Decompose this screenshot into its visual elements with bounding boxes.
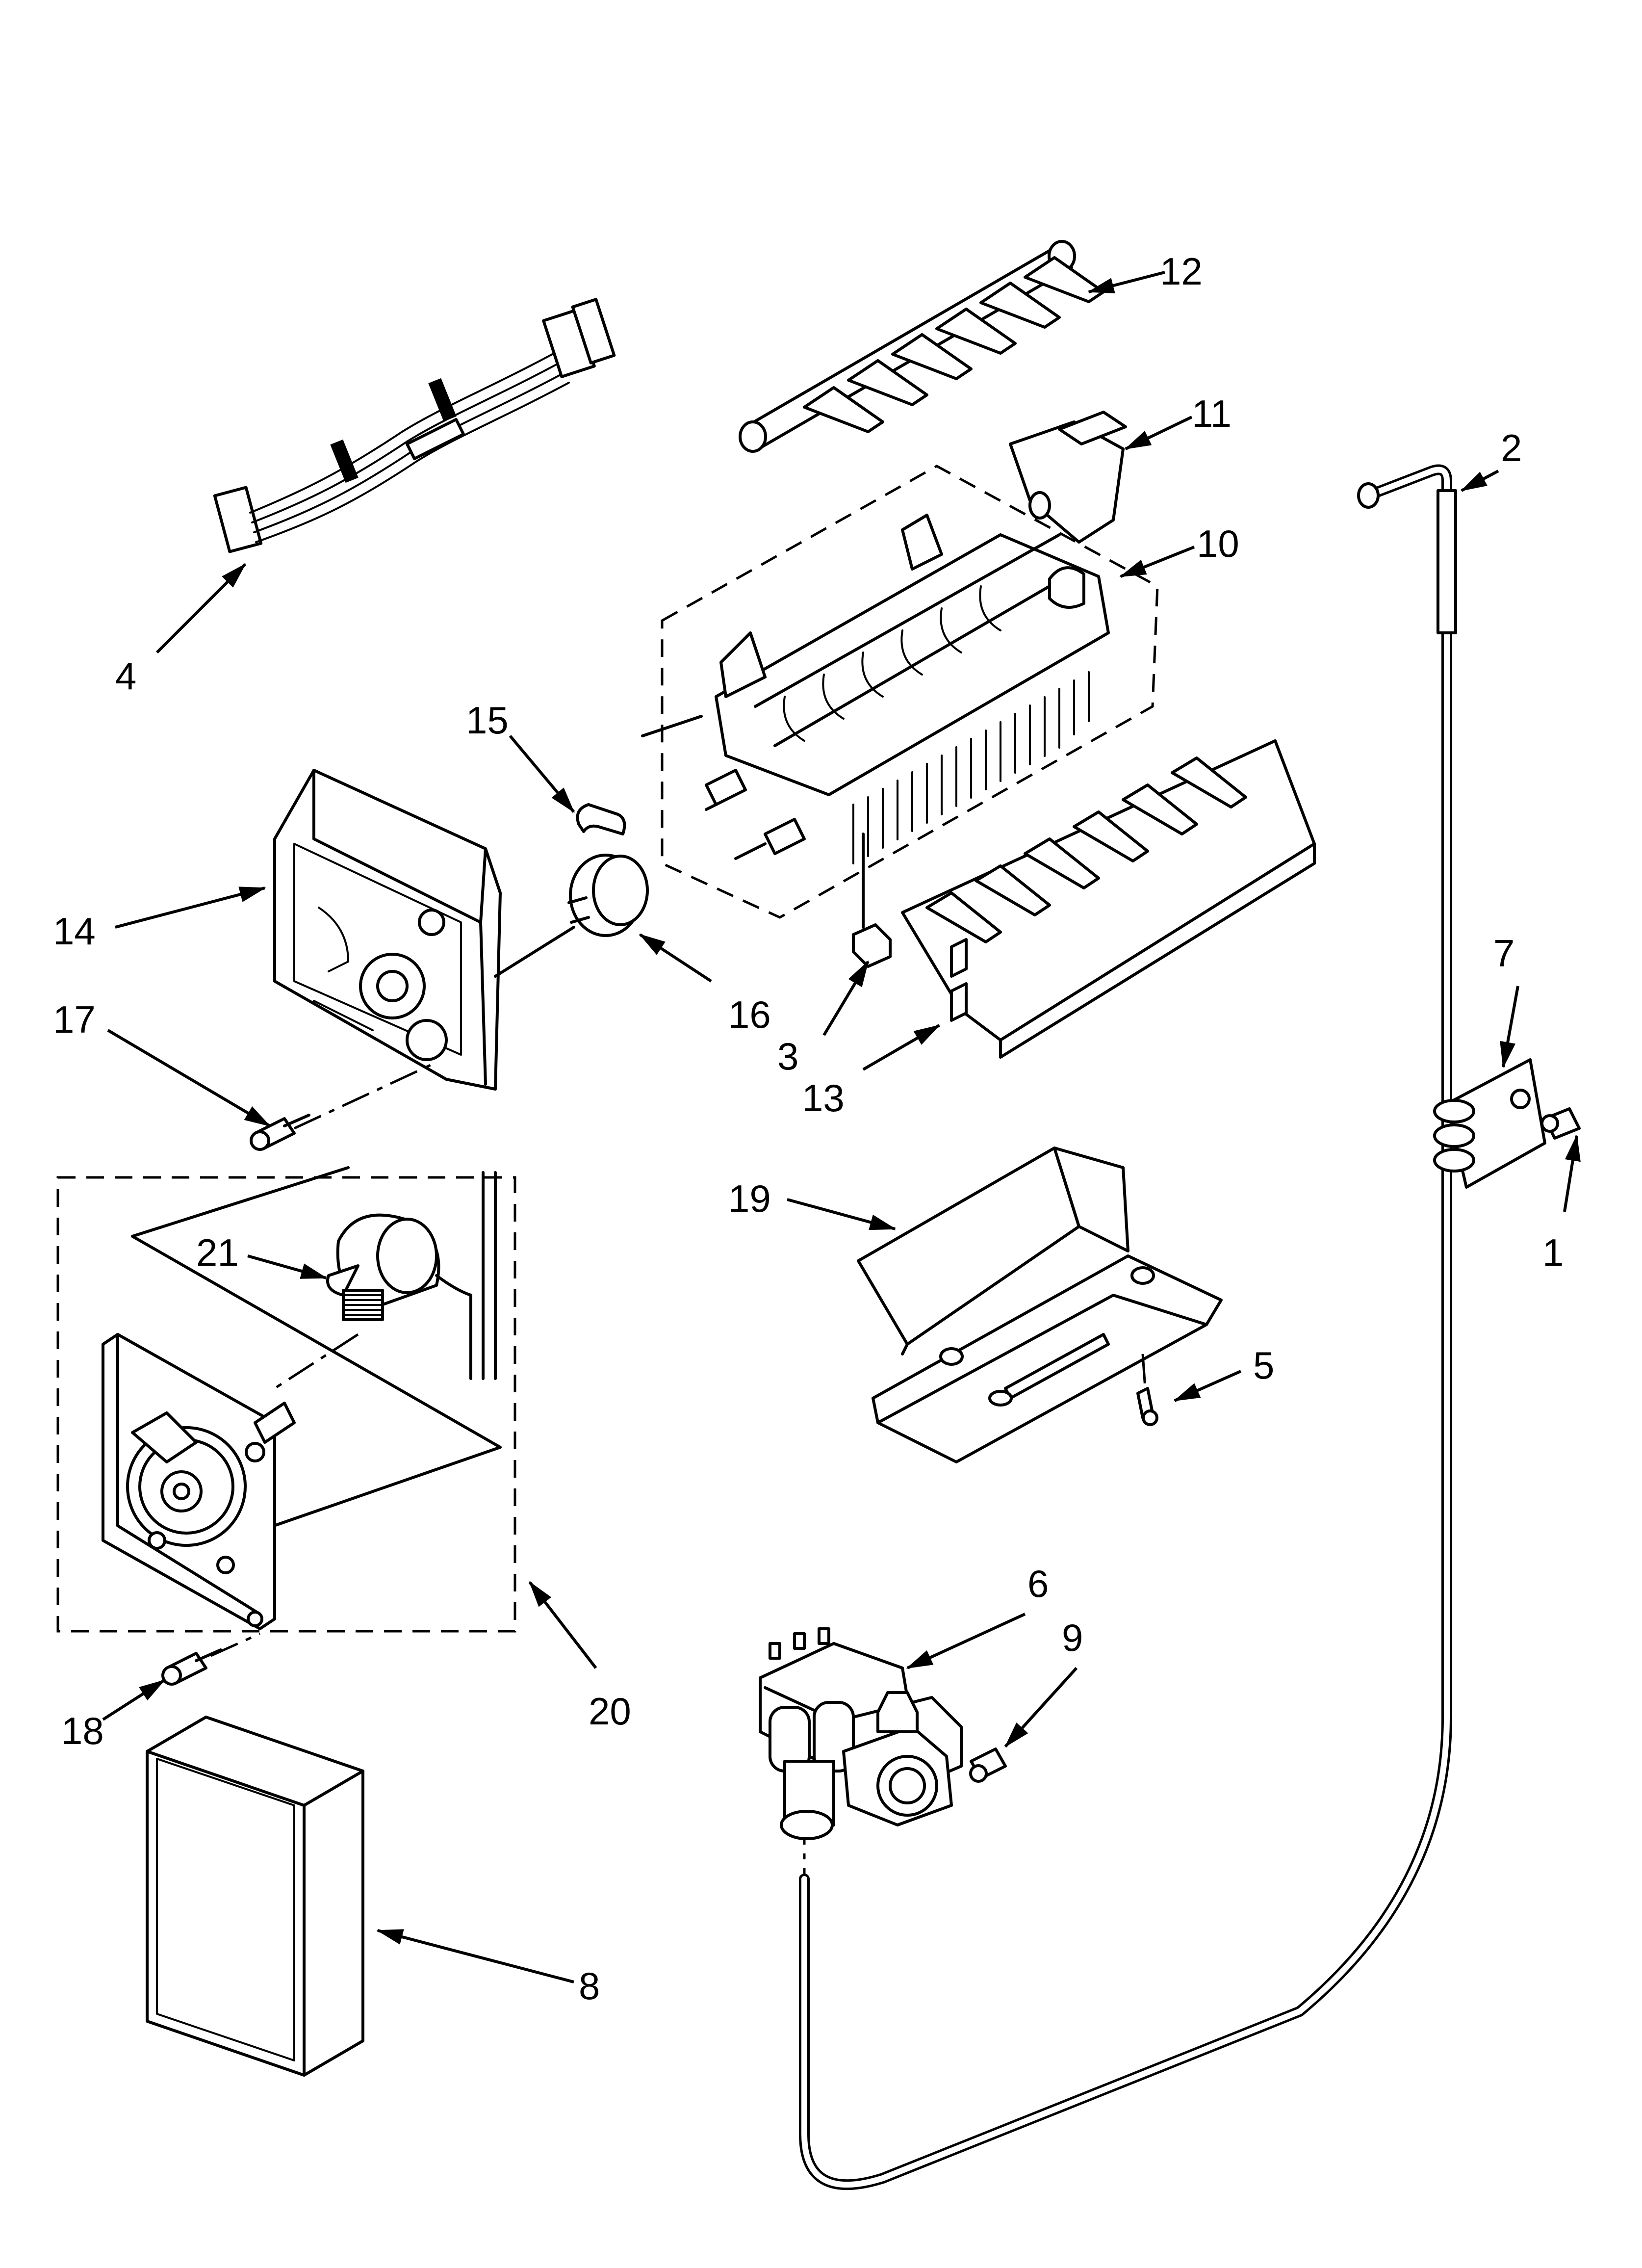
- ice-mold: [641, 514, 1110, 864]
- screw-9: [969, 1747, 1007, 1783]
- callout-15: 15: [466, 699, 509, 742]
- screw-1: [1540, 1107, 1581, 1140]
- water-valve: [759, 1627, 963, 1840]
- callout-19: 19: [728, 1177, 771, 1220]
- motor-group-guide-lines: [131, 1166, 502, 1532]
- motor-assembly-group-box: [56, 1176, 516, 1633]
- water-tube: [799, 464, 1457, 2190]
- callout-2: 2: [1501, 426, 1522, 469]
- callout-4: 4: [115, 654, 136, 698]
- clip: [852, 833, 892, 968]
- mounting-screw-17: [250, 1114, 310, 1151]
- callout-7: 7: [1493, 932, 1514, 975]
- shutoff-arm-bracket: [1009, 411, 1127, 544]
- callout-14: 14: [53, 910, 96, 953]
- ejector-shaft: [739, 240, 1105, 453]
- tube-clamp: [1433, 1058, 1546, 1189]
- callout-6: 6: [1027, 1562, 1049, 1605]
- callout-18: 18: [61, 1709, 104, 1752]
- front-cover: [146, 1716, 364, 2077]
- bin-bracket: [857, 1147, 1223, 1463]
- wire-harness: [213, 298, 616, 553]
- thermostat: [494, 803, 649, 978]
- callout-13: 13: [802, 1076, 845, 1120]
- callout-12: 12: [1160, 250, 1203, 293]
- ice-mold-group-box: [661, 465, 1159, 919]
- motor: [274, 1171, 497, 1390]
- callout-17: 17: [53, 998, 96, 1041]
- callout-9: 9: [1062, 1616, 1083, 1659]
- callout-8: 8: [579, 1964, 600, 2007]
- screw-5: [1136, 1387, 1158, 1426]
- leader-lines: [102, 271, 1581, 1983]
- callout-16: 16: [728, 993, 771, 1036]
- callout-5: 5: [1253, 1344, 1274, 1387]
- screw-18-centerline: [210, 1632, 261, 1657]
- callout-labels: 1 2 3 4 5 6 7 8 9 10 11 12 13 14 15 16 1…: [53, 250, 1564, 2007]
- callout-3: 3: [777, 1035, 798, 1078]
- ice-stripper: [901, 739, 1316, 1059]
- callout-11: 11: [1192, 392, 1232, 435]
- motor-mounting-plate: [102, 1333, 296, 1630]
- callout-21: 21: [196, 1231, 239, 1274]
- mounting-screw-18: [161, 1648, 222, 1686]
- callout-20: 20: [589, 1690, 631, 1733]
- screw-17-centerline: [293, 1063, 433, 1130]
- callout-10: 10: [1197, 522, 1239, 565]
- screw-5-centerline: [1141, 1354, 1147, 1389]
- callout-1: 1: [1542, 1231, 1564, 1274]
- control-housing: [273, 769, 502, 1091]
